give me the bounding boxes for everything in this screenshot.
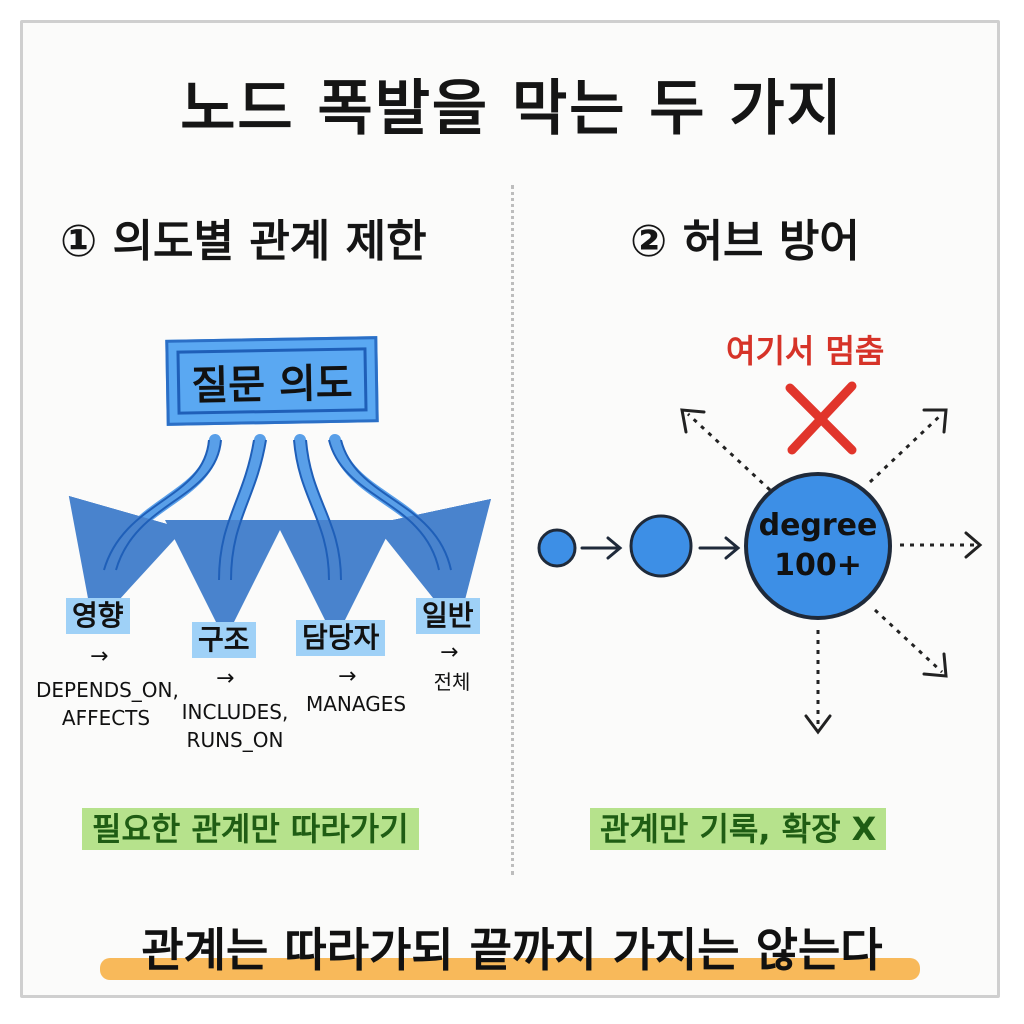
flow-arrow-general — [329, 434, 492, 629]
intent-box-label: 질문 의도 — [176, 347, 368, 415]
hub-expansion-arrowheads — [680, 408, 983, 735]
flow-arrow-impact — [68, 434, 221, 628]
flow-arrow-structure — [165, 434, 286, 640]
section-heading-intent: ① 의도별 관계 제한 — [60, 216, 427, 267]
category-structure-arrow: → — [216, 666, 235, 691]
category-owner-label: 담당자 — [296, 620, 386, 656]
relation-includes: INCLUDES, — [181, 700, 289, 724]
flow-arrow-owner — [274, 434, 395, 640]
section-heading-hub: ② 허브 방어 — [630, 216, 860, 267]
relation-manages: MANAGES — [305, 692, 407, 716]
intent-flow-arrows — [68, 434, 492, 640]
chain-arrow-1 — [580, 536, 623, 560]
hub-degree-text: degree — [758, 508, 878, 543]
chain-arrow-2 — [698, 536, 741, 560]
expansion-arrow-up-right — [868, 412, 944, 484]
hub-expansion-arrows — [686, 412, 978, 730]
expansion-arrow-up-left — [686, 412, 772, 492]
category-general-label: 일반 — [416, 598, 480, 634]
hub-caption: 관계만 기록, 확장 X — [590, 808, 887, 850]
footer-message: 관계는 따라가되 끝까지 가지는 않는다 — [141, 923, 883, 977]
hub-node — [744, 472, 892, 620]
main-title: 노드 폭발을 막는 두 가지 — [180, 74, 844, 144]
chain-node-medium — [629, 514, 693, 578]
category-owner-relations: MANAGES — [296, 690, 416, 718]
category-general-arrow: → — [440, 640, 459, 665]
category-owner-arrow: → — [338, 664, 357, 689]
footer-highlight — [100, 958, 920, 980]
chain-node-small — [537, 528, 577, 568]
intent-flow-arrow-outlines — [103, 439, 452, 581]
category-general-relations: 전체 — [422, 668, 482, 696]
stop-label: 여기서 멈춤 — [726, 332, 885, 370]
relation-runs-on: RUNS_ON — [186, 728, 284, 752]
intent-caption: 필요한 관계만 따라가기 — [82, 808, 419, 850]
category-structure-label: 구조 — [192, 622, 256, 658]
intent-box: 질문 의도 — [165, 336, 379, 426]
section-divider — [511, 185, 514, 875]
category-structure-relations: INCLUDES, RUNS_ON — [170, 698, 300, 754]
hub-count-text: 100+ — [774, 548, 862, 583]
relation-all: 전체 — [433, 670, 471, 694]
relation-depends-on: DEPENDS_ON, — [36, 678, 179, 702]
stop-x-mark — [785, 381, 857, 455]
hub-node-label: degree 100+ — [746, 506, 890, 586]
category-impact-arrow: → — [90, 644, 109, 669]
relation-affects: AFFECTS — [61, 706, 151, 730]
category-impact-relations: DEPENDS_ON, AFFECTS — [36, 676, 179, 732]
expansion-arrow-down-right — [873, 608, 944, 674]
category-impact-label: 영향 — [66, 598, 130, 634]
